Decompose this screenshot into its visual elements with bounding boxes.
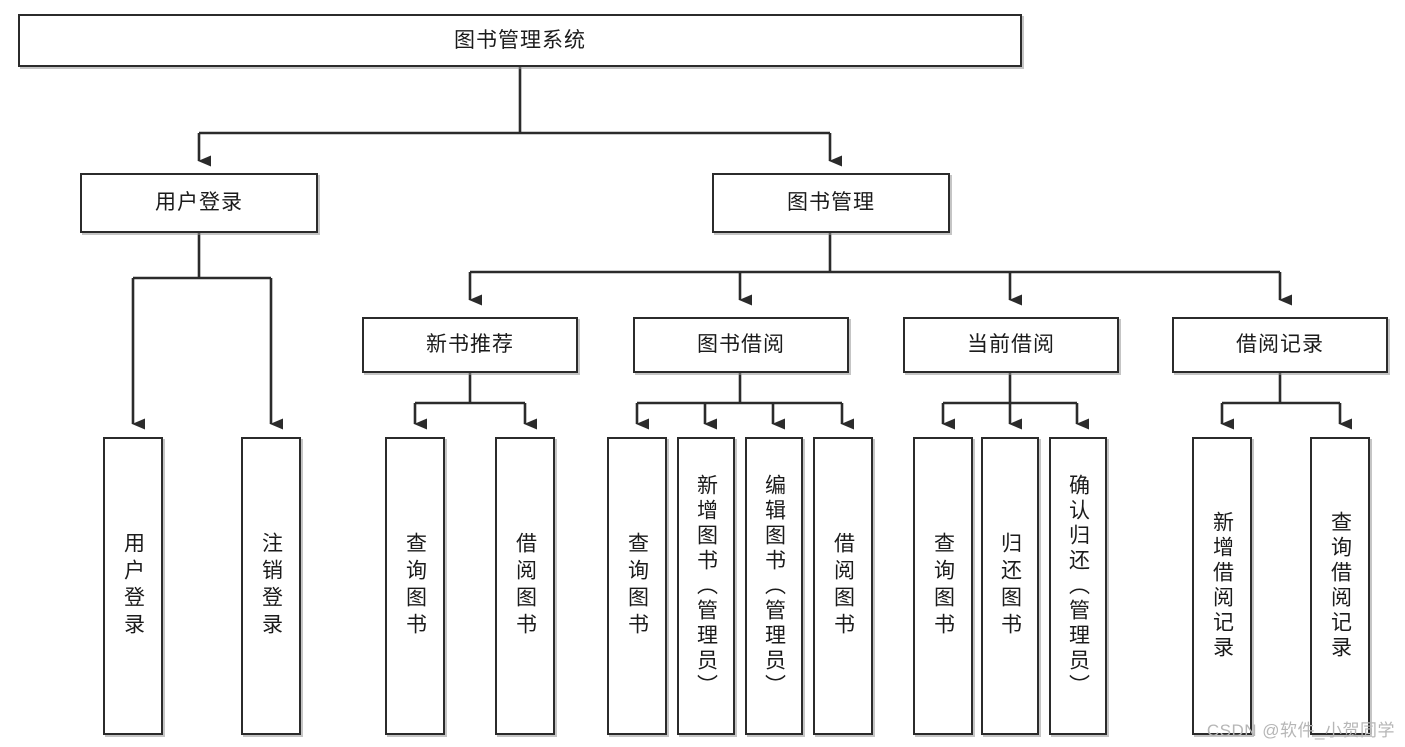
node-book-management[interactable]: 图书管理 — [712, 173, 950, 233]
node-leaf-logout-login[interactable]: 注销登录 — [241, 437, 301, 735]
node-book-management-label: 图书管理 — [787, 191, 875, 215]
node-leaf-borrow-book-1-label: 借阅图书 — [513, 532, 537, 640]
node-new-book-recommend[interactable]: 新书推荐 — [362, 317, 578, 373]
node-leaf-query-book-3[interactable]: 查询图书 — [913, 437, 973, 735]
node-leaf-add-book[interactable]: 新增图书（管理员） — [677, 437, 735, 735]
node-leaf-borrow-book-1[interactable]: 借阅图书 — [495, 437, 555, 735]
node-leaf-query-book-1[interactable]: 查询图书 — [385, 437, 445, 735]
node-leaf-user-login[interactable]: 用户登录 — [103, 437, 163, 735]
csdn-watermark: CSDN @软件_小贺同学 — [1206, 721, 1395, 740]
node-leaf-query-book-2-label: 查询图书 — [625, 532, 649, 640]
node-leaf-query-book-2[interactable]: 查询图书 — [607, 437, 667, 735]
node-leaf-edit-book[interactable]: 编辑图书（管理员） — [745, 437, 803, 735]
node-leaf-add-record-label: 新增借阅记录 — [1210, 511, 1234, 661]
node-leaf-borrow-book-2[interactable]: 借阅图书 — [813, 437, 873, 735]
node-leaf-add-book-label: 新增图书（管理员） — [694, 473, 718, 699]
node-leaf-add-record[interactable]: 新增借阅记录 — [1192, 437, 1252, 735]
node-leaf-query-book-1-label: 查询图书 — [403, 532, 427, 640]
node-leaf-return-book[interactable]: 归还图书 — [981, 437, 1039, 735]
node-user-login-label: 用户登录 — [155, 191, 243, 215]
node-leaf-query-book-3-label: 查询图书 — [931, 532, 955, 640]
node-current-borrow-label: 当前借阅 — [967, 333, 1055, 357]
node-leaf-borrow-book-2-label: 借阅图书 — [831, 532, 855, 640]
node-leaf-query-record-label: 查询借阅记录 — [1328, 511, 1352, 661]
node-leaf-return-book-label: 归还图书 — [998, 532, 1022, 640]
node-user-login[interactable]: 用户登录 — [80, 173, 318, 233]
node-new-book-recommend-label: 新书推荐 — [426, 333, 514, 357]
node-current-borrow[interactable]: 当前借阅 — [903, 317, 1119, 373]
node-root-label: 图书管理系统 — [454, 28, 586, 52]
node-leaf-query-record[interactable]: 查询借阅记录 — [1310, 437, 1370, 735]
node-book-borrow[interactable]: 图书借阅 — [633, 317, 849, 373]
node-leaf-confirm-return[interactable]: 确认归还（管理员） — [1049, 437, 1107, 735]
node-borrow-record-label: 借阅记录 — [1236, 333, 1324, 357]
node-root[interactable]: 图书管理系统 — [18, 14, 1022, 67]
node-leaf-logout-login-label: 注销登录 — [259, 532, 283, 640]
node-leaf-user-login-label: 用户登录 — [121, 532, 145, 640]
node-book-borrow-label: 图书借阅 — [697, 333, 785, 357]
node-leaf-edit-book-label: 编辑图书（管理员） — [762, 473, 786, 699]
node-borrow-record[interactable]: 借阅记录 — [1172, 317, 1388, 373]
node-leaf-confirm-return-label: 确认归还（管理员） — [1066, 473, 1090, 699]
